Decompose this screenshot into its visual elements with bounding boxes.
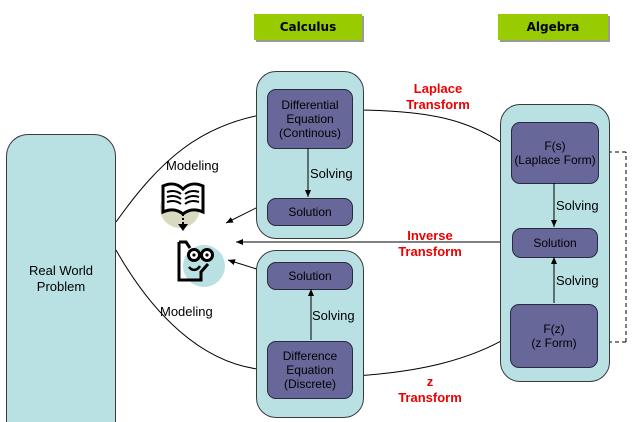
calculus-header: Calculus xyxy=(254,14,362,40)
inverse-transform-label: Inverse Transform xyxy=(398,228,462,259)
z-form-node[interactable]: F(z) (z Form) xyxy=(510,304,598,368)
laplace-transform-label: Laplace Transform xyxy=(406,81,470,112)
open-book-icon xyxy=(160,182,205,231)
real-world-problem-box: Real World Problem xyxy=(6,134,116,422)
algebra-header: Algebra xyxy=(498,14,608,40)
laplace-transform-connector xyxy=(351,109,509,148)
algebra-solution-node[interactable]: Solution xyxy=(512,228,598,258)
thinking-person-icon xyxy=(177,240,225,287)
modeling-label-top: Modeling xyxy=(166,158,219,173)
z-transform-connector xyxy=(353,335,511,379)
solving-label-continuous: Solving xyxy=(310,166,353,181)
modeling-label-bottom: Modeling xyxy=(160,304,213,319)
modeling-connector-bottom xyxy=(115,249,267,373)
solving-label-discrete: Solving xyxy=(312,308,355,323)
modeling-connector-top xyxy=(115,112,267,223)
continuous-solution-node[interactable]: Solution xyxy=(267,198,353,226)
solving-label-algebra-bottom: Solving xyxy=(556,273,599,288)
discrete-solution-node[interactable]: Solution xyxy=(267,262,353,290)
differential-equation-node[interactable]: Differential Equation (Continous) xyxy=(267,89,353,149)
solving-label-algebra-top: Solving xyxy=(556,198,599,213)
z-transform-label: z Transform xyxy=(398,374,462,405)
difference-equation-node[interactable]: Difference Equation (Discrete) xyxy=(267,341,353,399)
laplace-form-node[interactable]: F(s) (Laplace Form) xyxy=(511,122,599,184)
